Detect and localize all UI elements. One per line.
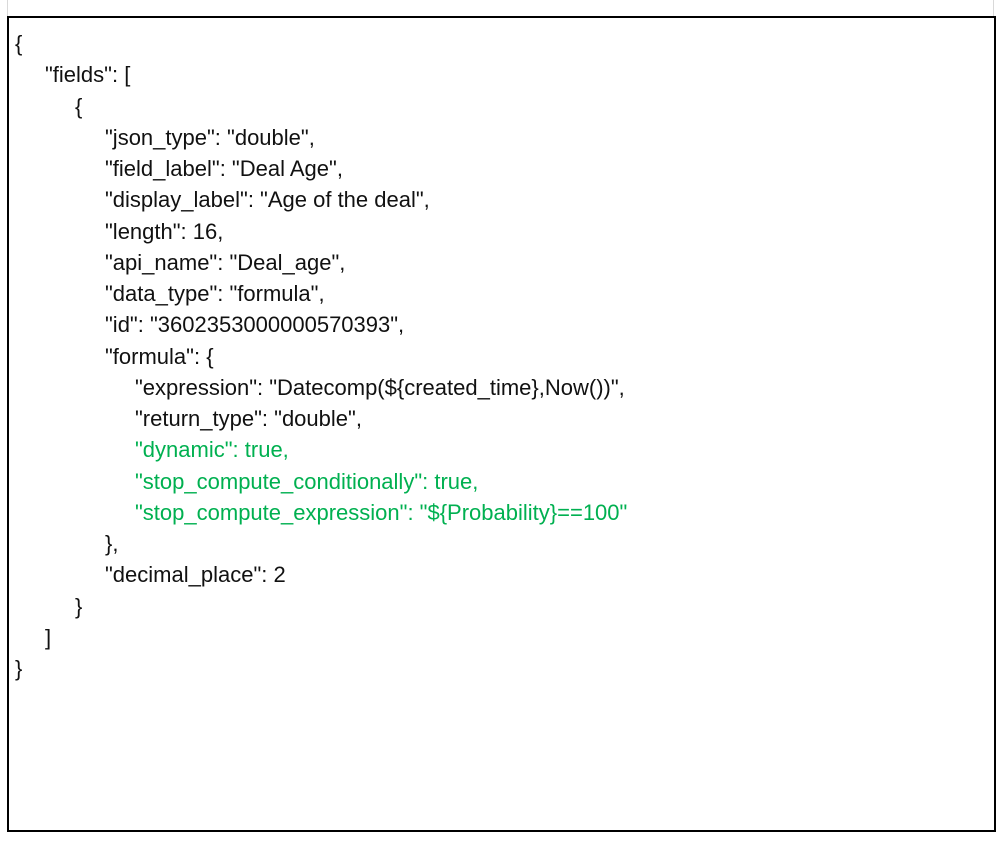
code-line: "field_label": "Deal Age", xyxy=(105,156,343,181)
code-line: "api_name": "Deal_age", xyxy=(105,249,346,275)
code-line: "id": "3602353000000570393", xyxy=(105,312,405,338)
code-line: "expression": "Datecomp(${created_time},… xyxy=(135,374,625,400)
code-line-highlighted: "stop_compute_expression": "${Probabilit… xyxy=(135,499,628,525)
cell-gridline-left xyxy=(7,0,8,16)
code-line: "json_type": "double", xyxy=(105,124,315,150)
json-code-block: { "fields": [ { "json_type": "double", "… xyxy=(15,28,627,684)
code-line: "formula": { xyxy=(105,343,214,369)
code-line: "display_label": "Age of the deal", xyxy=(105,187,430,213)
code-line: }, xyxy=(105,531,119,556)
code-line: { xyxy=(15,31,23,56)
code-line: { xyxy=(75,93,83,119)
code-line: "data_type": "formula", xyxy=(105,281,325,306)
code-line: "length": 16, xyxy=(105,218,224,244)
code-line-highlighted: "dynamic": true, xyxy=(135,437,289,463)
code-line: ] xyxy=(45,624,52,650)
code-line: "return_type": "double", xyxy=(135,406,362,431)
code-line: "decimal_place": 2 xyxy=(105,562,286,588)
json-code-box: { "fields": [ { "json_type": "double", "… xyxy=(7,16,996,832)
code-line: "fields": [ xyxy=(45,62,131,88)
code-line: } xyxy=(15,656,23,681)
cell-gridline-right xyxy=(993,0,994,16)
code-line: } xyxy=(75,593,83,619)
code-line-highlighted: "stop_compute_conditionally": true, xyxy=(135,468,479,494)
